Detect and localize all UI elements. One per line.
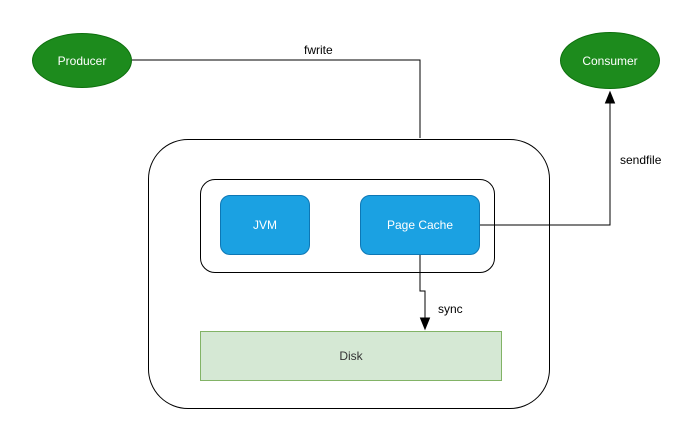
sendfile-edge-label: sendfile bbox=[620, 153, 662, 167]
producer-node-label: Producer bbox=[57, 53, 107, 68]
kernel-boundary-container bbox=[148, 139, 550, 409]
producer-node: Producer bbox=[32, 33, 132, 88]
page-cache-node-label: Page Cache bbox=[386, 218, 454, 232]
page-cache-node: Page Cache bbox=[360, 195, 480, 255]
fwrite-edge-line bbox=[132, 59, 421, 138]
fwrite-edge-label: fwrite bbox=[304, 43, 333, 57]
consumer-node: Consumer bbox=[560, 32, 660, 89]
jvm-node-label: JVM bbox=[253, 218, 277, 232]
memory-group-container bbox=[200, 179, 495, 273]
jvm-node: JVM bbox=[220, 195, 310, 255]
disk-node-label: Disk bbox=[339, 349, 363, 363]
consumer-node-label: Consumer bbox=[582, 53, 638, 68]
disk-node: Disk bbox=[200, 331, 502, 381]
sendfile-arrowhead-icon bbox=[604, 90, 616, 104]
sync-edge-label: sync bbox=[438, 302, 463, 316]
